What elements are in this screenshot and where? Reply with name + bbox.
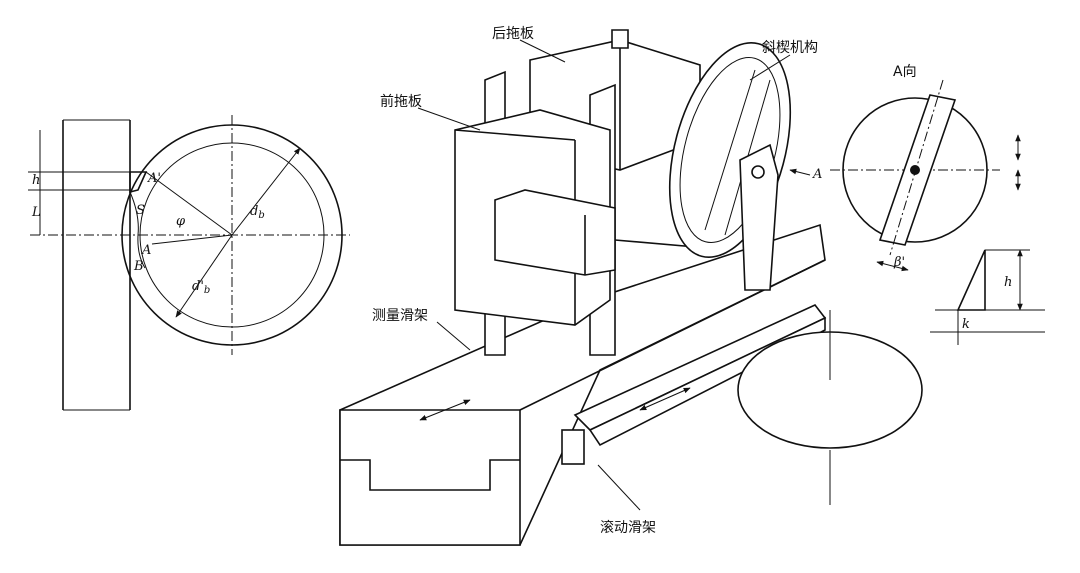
leader-wedge <box>749 54 791 81</box>
base-top-edge <box>519 259 826 411</box>
label-view-a: A向 <box>893 64 917 80</box>
db-arrow <box>231 147 301 236</box>
beta-dim-line <box>876 260 909 272</box>
rear-screw <box>611 29 629 49</box>
bracket-pivot <box>751 165 765 179</box>
label-wedge-mechanism: 斜楔机构 <box>762 40 818 56</box>
dbp-arrow <box>175 234 233 318</box>
symbol-h-right: h <box>1004 275 1012 290</box>
view-a-center-dot <box>910 165 920 175</box>
tooth-wedge <box>129 171 148 194</box>
symbol-dbp: d'b <box>192 279 210 296</box>
instrument: A 后拖板 前拖板 斜楔机构 测量滑架 滚动滑架 <box>339 26 923 546</box>
base-dovetail <box>340 459 520 491</box>
symbol-A: A <box>141 243 151 258</box>
symbol-L: L <box>31 205 41 220</box>
label-front-carriage: 前拖板 <box>380 93 422 110</box>
left-schematic: L h A' S φ A B db d'b <box>28 115 350 411</box>
label-rolling-slide: 滚动滑架 <box>600 519 656 536</box>
symbol-S: S <box>136 203 145 218</box>
leader-rolling <box>597 464 641 511</box>
leader-measuring <box>436 321 471 351</box>
rolling-block <box>561 429 585 465</box>
rail-travel-arrow <box>639 387 691 411</box>
view-a-marker: A <box>812 167 822 182</box>
leader-front <box>417 107 481 131</box>
symbol-A-prime: A' <box>147 171 161 186</box>
wedge-bracket <box>739 143 779 291</box>
symbol-k: k <box>962 317 970 332</box>
symbol-h-left: h <box>32 173 40 188</box>
radius-to-a-prime <box>145 171 233 236</box>
slide-travel-arrow <box>419 399 471 421</box>
base-front <box>339 409 521 546</box>
symbol-B: B <box>133 259 144 274</box>
front-carriage-top-edge <box>454 129 576 141</box>
incline-triangle <box>956 249 986 311</box>
view-a: A向 β' h k <box>830 64 1045 345</box>
involute-curve <box>129 191 146 269</box>
label-rear-carriage: 后拖板 <box>492 26 534 42</box>
symbol-phi: φ <box>176 214 186 229</box>
radius-to-a <box>151 234 233 245</box>
label-measuring-slide: 测量滑架 <box>372 307 428 324</box>
view-a-arrow <box>789 168 811 176</box>
leader-rear <box>519 39 566 63</box>
symbol-db: db <box>250 204 265 221</box>
symbol-beta: β' <box>893 255 905 270</box>
